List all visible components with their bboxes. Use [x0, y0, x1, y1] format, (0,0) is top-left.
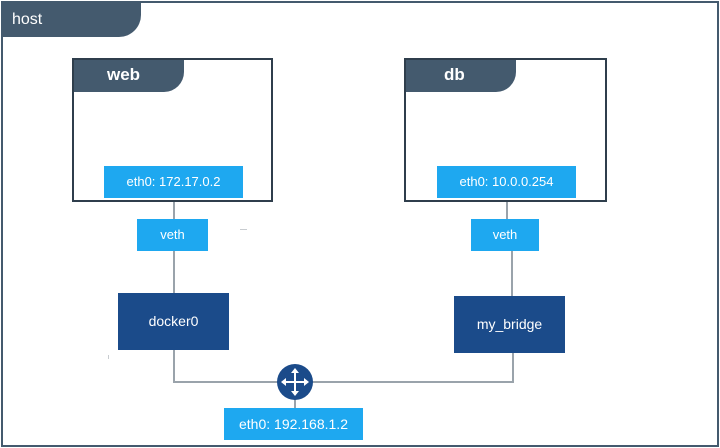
web-veth-link — [173, 200, 175, 220]
veth-docker0-link — [173, 251, 175, 294]
my-bridge-router-vertical — [512, 353, 514, 383]
docker0-router-vertical — [173, 350, 175, 382]
db-eth0-interface: eth0: 10.0.0.254 — [437, 166, 576, 198]
stray-mark — [240, 229, 247, 230]
host-label: host — [3, 3, 141, 37]
router-host-eth0-link — [294, 398, 296, 408]
web-eth0-interface: eth0: 172.17.0.2 — [104, 166, 243, 198]
db-veth-link — [506, 200, 508, 220]
host-eth0-interface: eth0: 192.168.1.2 — [224, 408, 363, 440]
router-icon — [277, 364, 313, 400]
router-my-bridge-horizontal — [311, 381, 514, 383]
db-veth: veth — [471, 219, 539, 251]
web-container-title: web — [74, 60, 184, 92]
stray-mark — [108, 355, 109, 359]
db-container-title: db — [406, 60, 516, 92]
docker0-bridge: docker0 — [118, 293, 229, 350]
my-bridge: my_bridge — [454, 296, 565, 353]
web-veth: veth — [137, 219, 208, 251]
docker0-router-horizontal — [173, 381, 279, 383]
veth-my-bridge-link — [511, 251, 513, 297]
